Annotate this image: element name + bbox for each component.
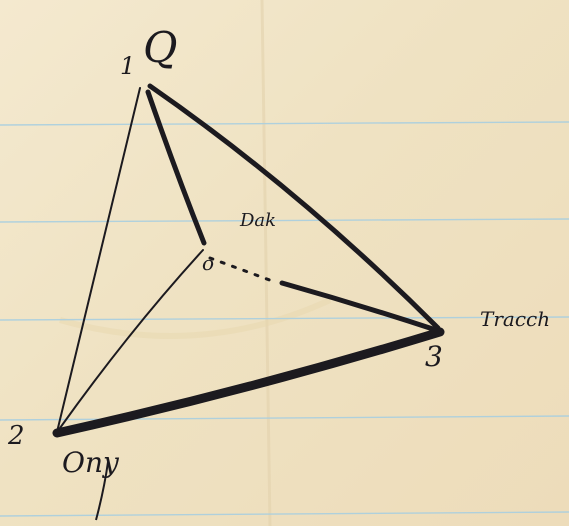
face-word: Dak: [239, 210, 276, 231]
edge-1-2: [56, 87, 141, 433]
right-word: Tracch: [480, 307, 550, 331]
edge-2-3: [52, 327, 445, 438]
vertex-label-3: 3: [425, 340, 443, 373]
vertex-label-1: 1: [120, 52, 135, 80]
bottom-word: Ony: [62, 446, 120, 479]
edge-2-o: [59, 249, 204, 429]
edge-1-o: [145, 89, 207, 246]
paper-texture: [59, 0, 332, 526]
tetrahedron-edges: [52, 83, 445, 438]
edge-1-3: [147, 83, 441, 331]
edge-o-3-dotted: [208, 256, 277, 284]
vertex-label-2: 2: [7, 421, 25, 451]
ruled-lines: [0, 121, 569, 517]
bottom-word-tail: [95, 461, 109, 521]
edge-o-3-solid: [279, 280, 439, 333]
vertex-label-o: o: [202, 251, 214, 275]
top-symbol: Q: [143, 23, 177, 72]
